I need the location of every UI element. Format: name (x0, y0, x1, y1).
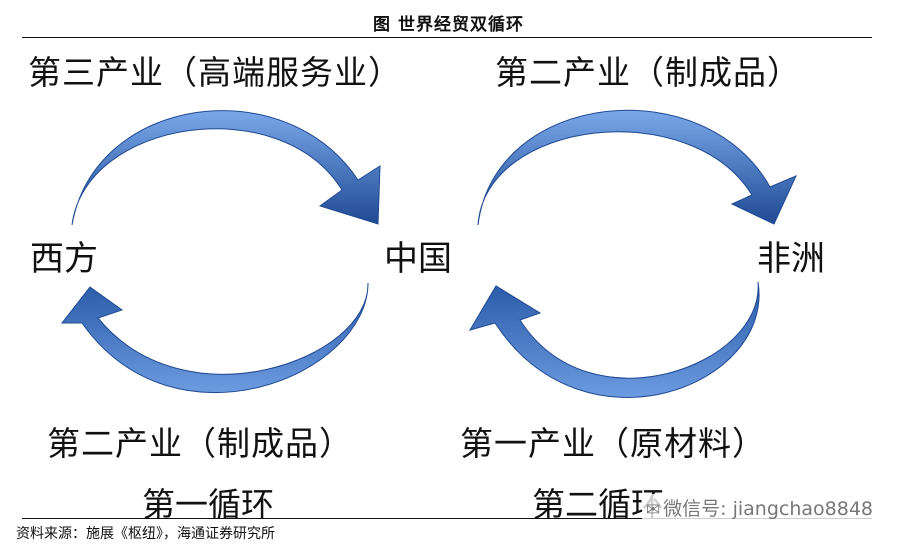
loop2-top-arrow (477, 109, 797, 226)
label-bottom-left: 第二产业（制成品） (47, 424, 353, 463)
figure-title: 图 世界经贸双循环 (373, 15, 524, 35)
label-top-left: 第三产业（高端服务业） (28, 53, 402, 92)
loop2-bottom-arrow (468, 281, 760, 398)
watermark: ✉微信号: jiangchao8848 (641, 494, 877, 521)
loop1-bottom-arrow (60, 282, 369, 394)
node-china: 中国 (384, 239, 452, 279)
node-west: 西方 (30, 239, 98, 279)
label-bottom-right: 第一产业（原材料） (460, 424, 766, 463)
top-rule (22, 37, 872, 38)
node-africa: 非洲 (757, 239, 825, 279)
label-top-right: 第二产业（制成品） (495, 53, 801, 92)
loop1-top-arrow (71, 110, 381, 226)
bottom-rule (22, 518, 872, 519)
loop-first-label: 第一循环 (142, 485, 274, 524)
source-note: 资料来源：施展《枢纽》，海通证券研究所 (16, 526, 275, 542)
watermark-text: 微信号: jiangchao8848 (663, 498, 873, 520)
wechat-icon: ✉ (645, 500, 661, 520)
